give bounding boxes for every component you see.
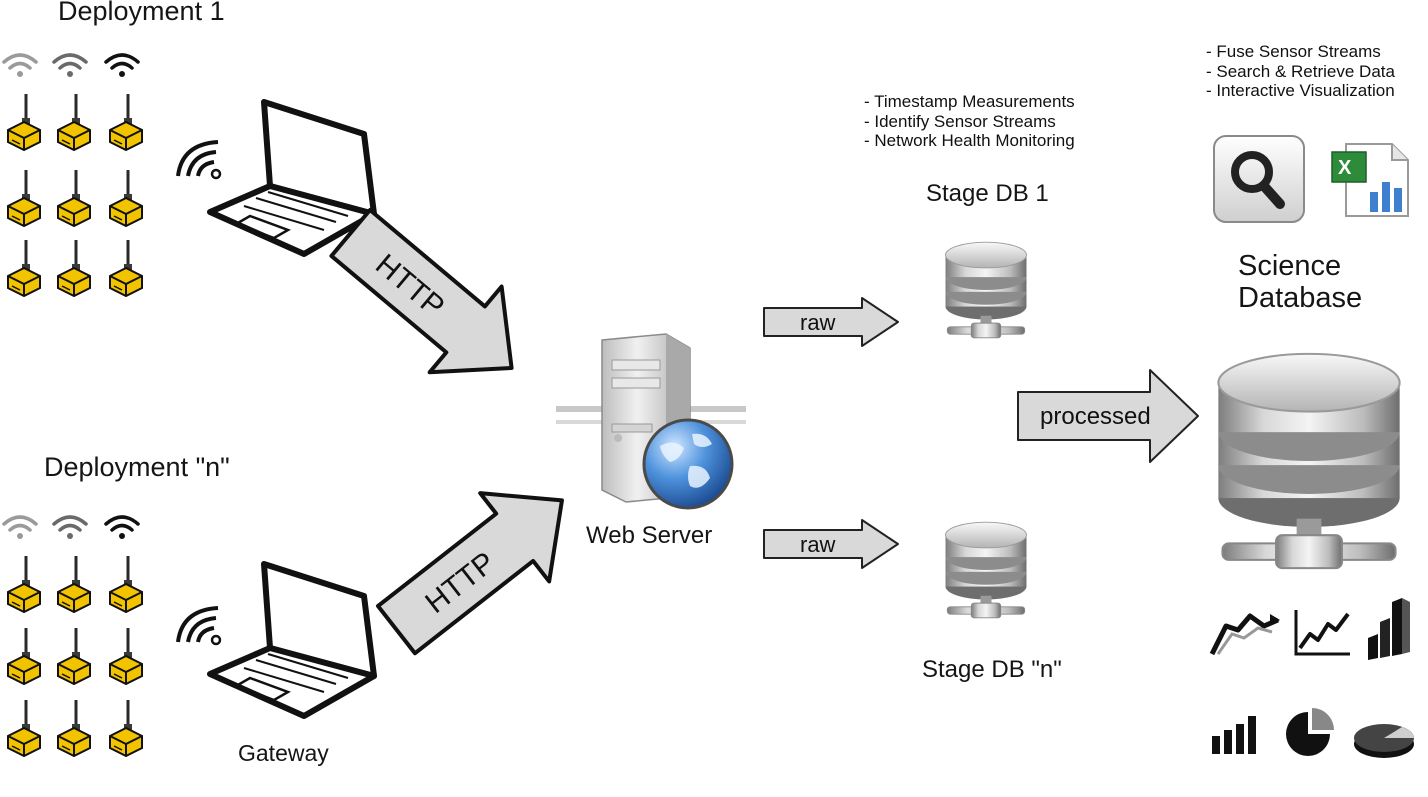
laptop-icon: [204, 556, 384, 726]
globe-icon: [642, 418, 734, 510]
database-icon: [940, 228, 1032, 352]
stage-db-n-label: Stage DB "n": [922, 656, 1062, 683]
processed-label: processed: [1040, 403, 1151, 430]
sensor-node-icon: [106, 168, 146, 230]
line-chart-icon: [1294, 610, 1350, 656]
sensor-node-icon: [54, 168, 94, 230]
bar-chart-icon: [1368, 598, 1410, 660]
science-db-title-line2: Database: [1238, 282, 1363, 314]
http-arrow-bottom: HTTP: [376, 491, 564, 656]
database-icon: [940, 508, 1032, 632]
wifi-icon: [102, 514, 142, 540]
spreadsheet-icon: X: [1331, 143, 1409, 217]
gateway-label: Gateway: [238, 740, 329, 766]
raw-arrow-top: raw: [763, 297, 899, 347]
sensor-node-icon: [4, 554, 44, 616]
web-server-label: Web Server: [586, 522, 713, 549]
stage-db-task-item: - Timestamp Measurements: [864, 92, 1075, 111]
raw-arrow-bottom: raw: [763, 519, 899, 569]
raw-label-top: raw: [800, 310, 836, 335]
sensor-node-icon: [106, 238, 146, 300]
wifi-icon: [102, 52, 142, 78]
science-db-task-item: - Interactive Visualization: [1206, 81, 1395, 100]
wifi-icon: [0, 514, 40, 540]
pie-chart-icon: [1354, 724, 1414, 758]
sensor-node-icon: [54, 626, 94, 688]
raw-label-bottom: raw: [800, 532, 836, 557]
search-icon: [1213, 135, 1305, 223]
bar-chart-icon: [1212, 716, 1256, 754]
sensor-node-icon: [54, 238, 94, 300]
processed-arrow: processed: [1017, 369, 1199, 463]
stage-db-task-item: - Identify Sensor Streams: [864, 111, 1056, 131]
svg-text:X: X: [1338, 157, 1352, 179]
sensor-node-icon: [4, 92, 44, 154]
deployment-1-title: Deployment 1: [58, 0, 225, 26]
sensor-node-icon: [106, 698, 146, 760]
wifi-icon: [0, 52, 40, 78]
deployment-n-sensor-grid: [0, 514, 160, 764]
sensor-node-icon: [106, 626, 146, 688]
line-chart-icon: [1209, 613, 1280, 656]
sensor-node-icon: [106, 92, 146, 154]
wifi-icon: [50, 514, 90, 540]
wifi-icon: [50, 52, 90, 78]
pie-chart-icon: [1286, 708, 1334, 756]
http-arrow-top: HTTP: [329, 208, 514, 375]
sensor-node-icon: [54, 554, 94, 616]
database-icon: [1206, 330, 1412, 592]
science-db-title-line1: Science: [1238, 250, 1342, 282]
sensor-node-icon: [4, 168, 44, 230]
deployment-n-title: Deployment "n": [44, 452, 230, 482]
deployment-1-sensor-grid: [0, 52, 160, 302]
stage-db-task-item: - Network Health Monitoring: [864, 131, 1075, 150]
sensor-node-icon: [4, 698, 44, 760]
science-db-task-list: - Fuse Sensor Streams - Search & Retriev…: [1206, 42, 1395, 101]
sensor-node-icon: [4, 626, 44, 688]
science-db-task-item: - Search & Retrieve Data: [1206, 61, 1395, 81]
sensor-node-icon: [4, 238, 44, 300]
science-db-task-item: - Fuse Sensor Streams: [1206, 42, 1381, 61]
sensor-node-icon: [54, 698, 94, 760]
sensor-node-icon: [106, 554, 146, 616]
sensor-node-icon: [54, 92, 94, 154]
stage-db-1-label: Stage DB 1: [926, 180, 1049, 207]
stage-db-task-list: - Timestamp Measurements - Identify Sens…: [864, 92, 1075, 151]
